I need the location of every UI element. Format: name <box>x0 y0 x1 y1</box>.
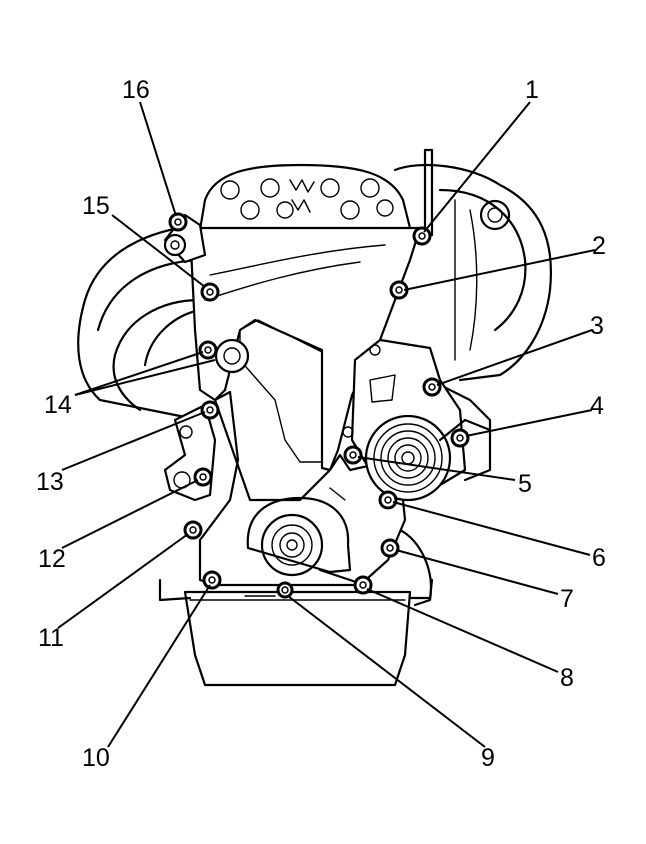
leader-4 <box>465 409 593 437</box>
leader-8 <box>366 588 559 673</box>
leader-16 <box>139 101 177 217</box>
bolt-16 <box>168 212 188 232</box>
bolts <box>168 212 470 599</box>
leader-2 <box>403 249 596 291</box>
callout-16: 16 <box>122 76 150 104</box>
leader-3 <box>436 329 593 386</box>
callout-12: 12 <box>38 545 66 573</box>
callout-7: 7 <box>560 585 574 613</box>
callout-13: 13 <box>36 468 64 496</box>
callout-1: 1 <box>525 76 539 104</box>
leader-13 <box>61 411 206 471</box>
bolt-15 <box>200 282 220 302</box>
leader-1 <box>423 101 531 233</box>
callout-14: 14 <box>44 391 72 419</box>
bolt-7 <box>380 538 400 558</box>
bolt-14 <box>198 340 218 360</box>
bolt-12 <box>193 467 213 487</box>
bolt-9 <box>276 581 294 599</box>
leader-9 <box>287 595 486 748</box>
idler-pulley <box>214 338 250 374</box>
leader-10 <box>107 584 211 748</box>
callout-8: 8 <box>560 664 574 692</box>
leader-14a <box>74 351 204 396</box>
bolt-10 <box>202 570 222 590</box>
callout-9: 9 <box>481 744 495 772</box>
leader-15 <box>111 214 206 288</box>
camshaft-sprocket-area <box>198 163 412 232</box>
callout-numbers: 1 2 3 4 5 6 7 8 9 10 11 12 13 14 15 16 <box>36 76 606 772</box>
bolt-1 <box>412 226 432 246</box>
left-brackets <box>163 403 217 502</box>
leader-lines <box>57 101 596 748</box>
leader-7 <box>395 549 559 595</box>
leader-12 <box>61 479 199 549</box>
leader-6 <box>392 501 591 556</box>
engine-illustration <box>77 148 552 687</box>
leader-11 <box>57 533 189 629</box>
bolt-13 <box>200 400 220 420</box>
bolt-4 <box>450 428 470 448</box>
bolt-3 <box>422 377 442 397</box>
callout-2: 2 <box>592 232 606 260</box>
callout-5: 5 <box>518 470 532 498</box>
oil-pan <box>158 578 434 687</box>
callout-11: 11 <box>38 624 64 652</box>
leader-5 <box>357 456 516 481</box>
callout-6: 6 <box>592 544 606 572</box>
bolt-6 <box>378 490 398 510</box>
callout-4: 4 <box>590 392 604 420</box>
bolt-11 <box>183 520 203 540</box>
callout-10: 10 <box>82 744 110 772</box>
leader-14b <box>74 359 216 396</box>
callout-15: 15 <box>82 192 110 220</box>
bolt-5 <box>343 445 363 465</box>
callout-3: 3 <box>590 312 604 340</box>
water-pump-pulley <box>364 414 492 502</box>
